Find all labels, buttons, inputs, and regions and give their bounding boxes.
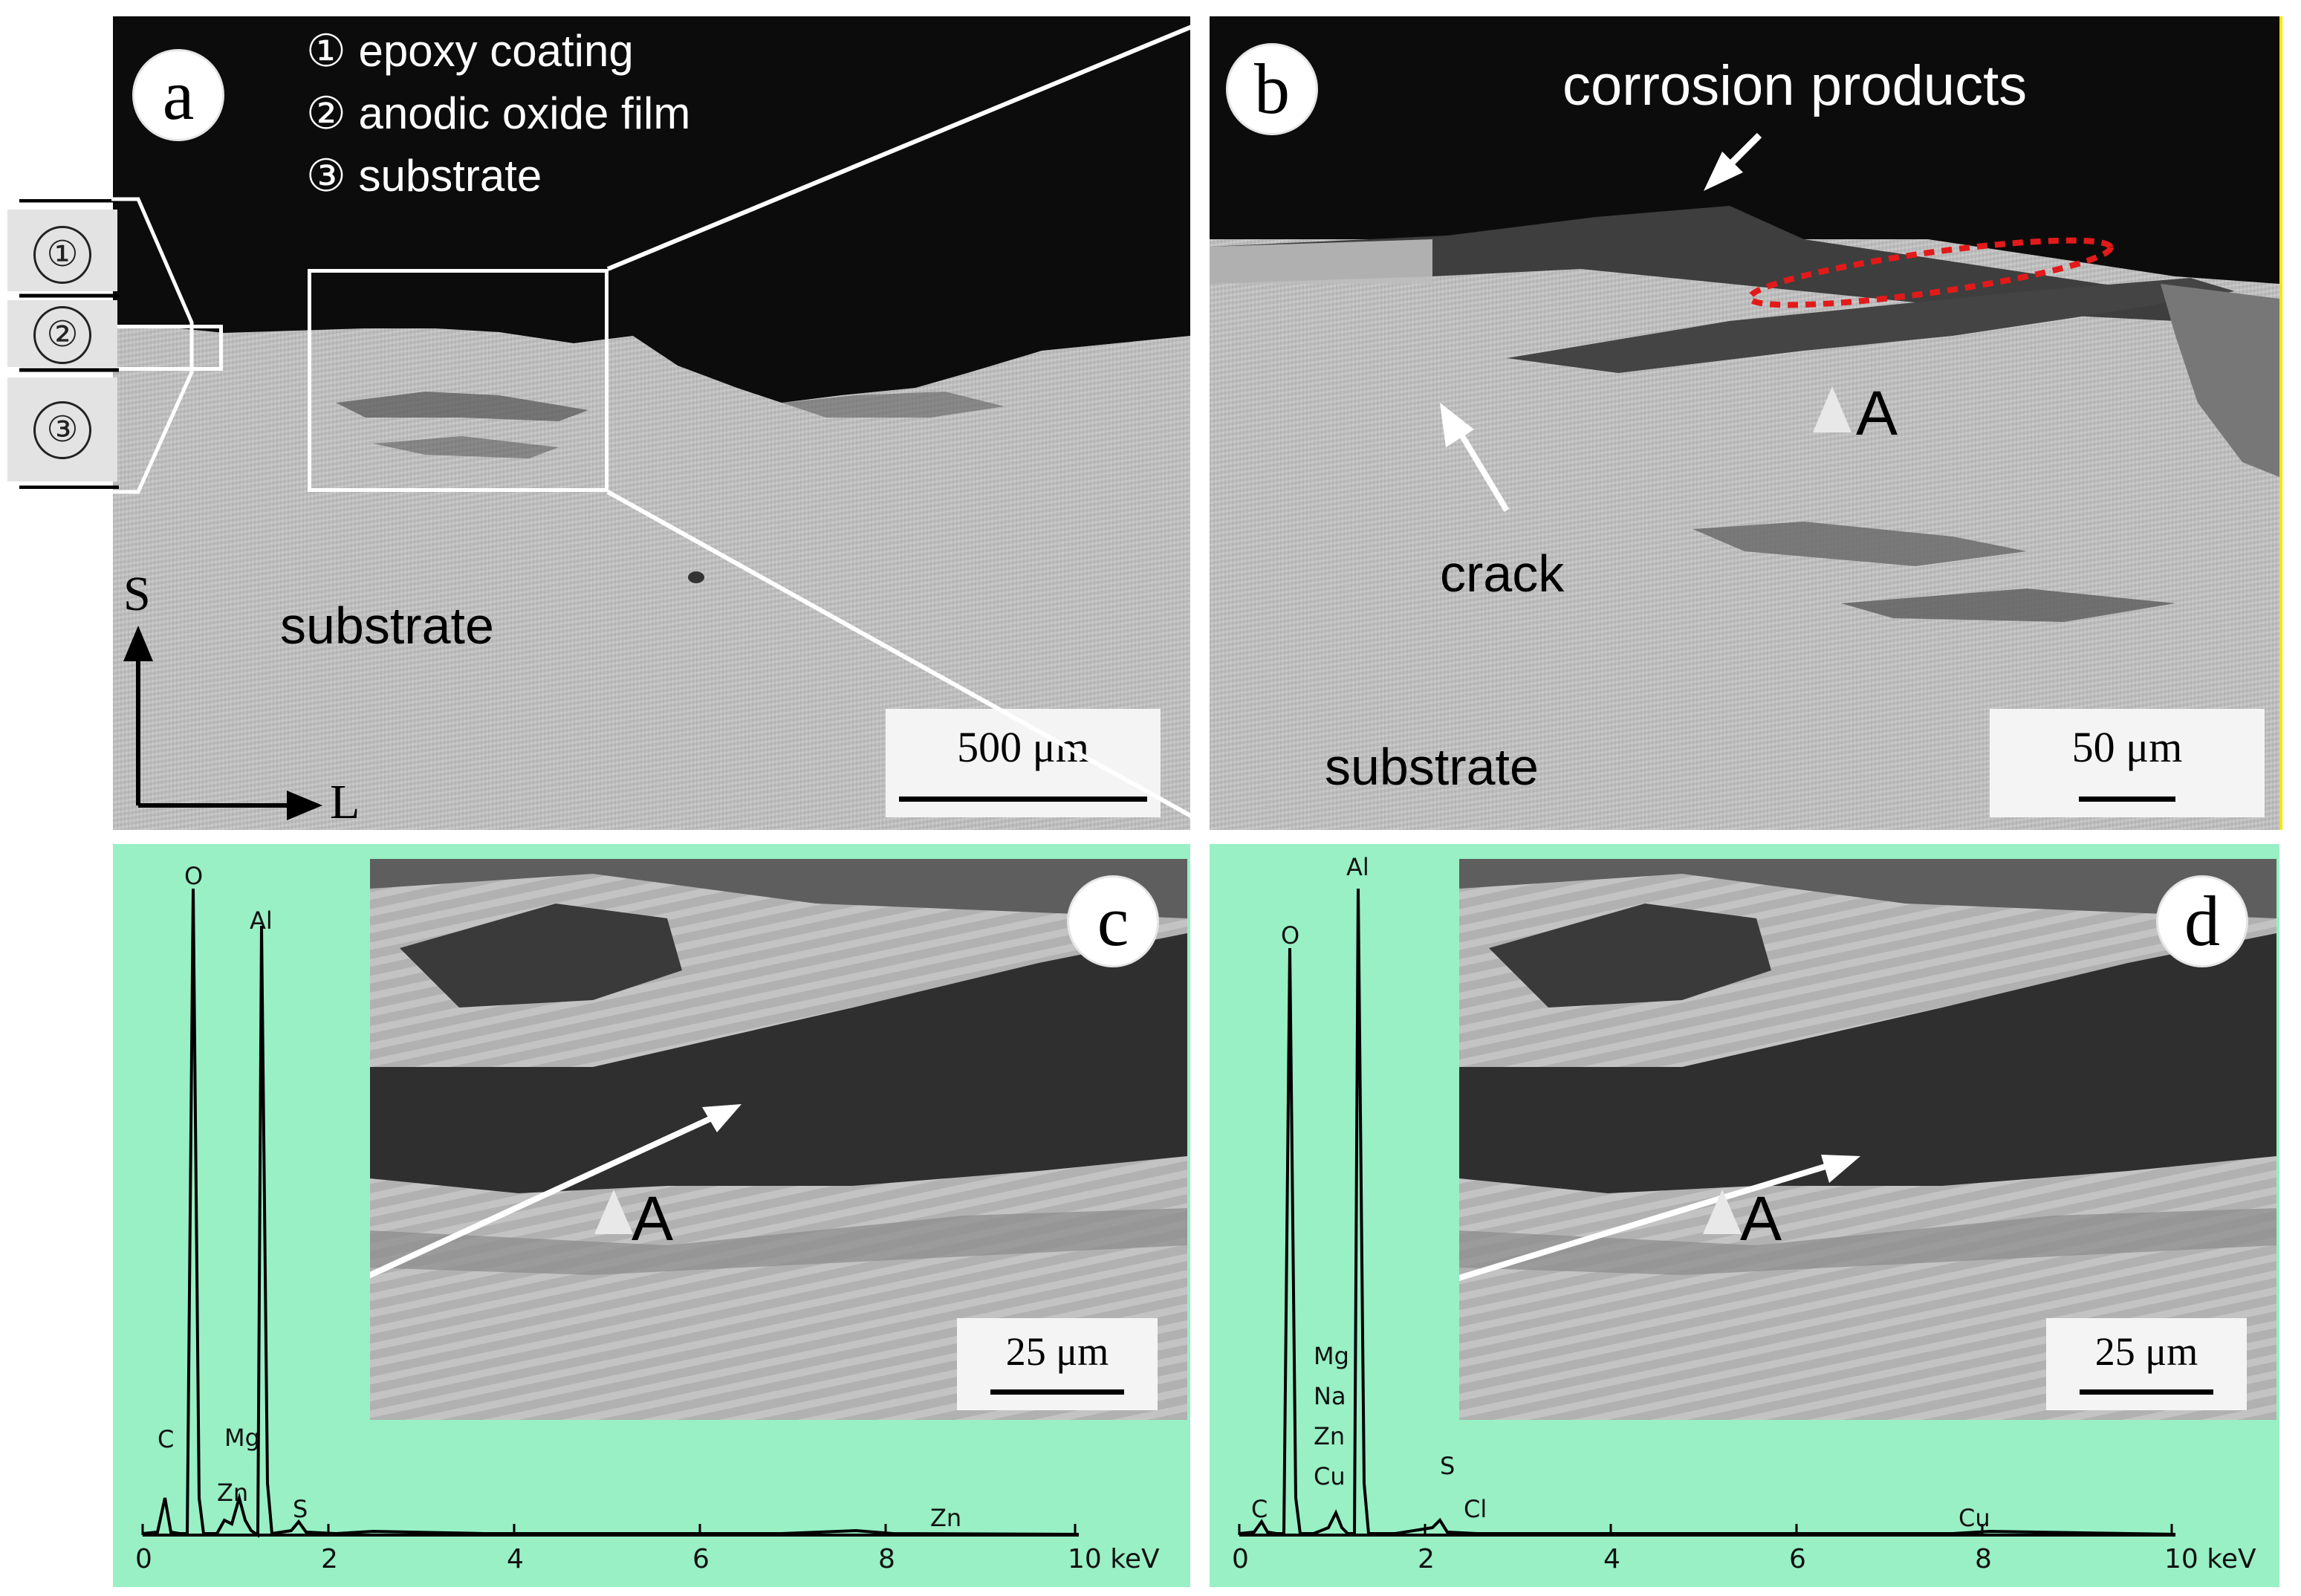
peak-al-label: Al — [250, 906, 273, 935]
scale-bar-d: 25 μm — [2046, 1318, 2247, 1410]
panel-a: a ① epoxy coating ② anodic oxide film ③ … — [113, 16, 1190, 830]
inset-c: c A 25 μm — [370, 859, 1187, 1420]
point-a-label-b: A — [1856, 378, 1898, 448]
layer-2: ② — [7, 300, 117, 367]
layer-3: ③ — [7, 377, 117, 481]
crack-label: crack — [1440, 545, 1565, 603]
axis-s-label: S — [123, 567, 151, 621]
oxide-marker-box — [113, 325, 223, 371]
peak-na-label-d: Na — [1314, 1382, 1346, 1410]
peak-c-label-d: C — [1251, 1495, 1268, 1523]
panel-label-b: b — [1226, 43, 1318, 135]
point-a-label-d: A — [1740, 1184, 1782, 1253]
inset-d: d A 25 μm — [1459, 859, 2276, 1420]
peak-mg-label-d: Mg — [1314, 1342, 1349, 1370]
scale-text-d: 25 μm — [2094, 1329, 2198, 1374]
corrosion-products-label: corrosion products — [1562, 54, 2028, 117]
tick-d-0: 0 — [1232, 1544, 1249, 1574]
layer-stack-lines — [19, 199, 119, 489]
peak-s-label: S — [293, 1495, 308, 1523]
tick-c-10: 10 keV — [1068, 1544, 1160, 1574]
tick-c-2: 2 — [321, 1544, 338, 1574]
scale-bar-b: 50 μm — [1990, 709, 2265, 817]
tick-c-6: 6 — [692, 1544, 710, 1574]
tick-d-8: 8 — [1975, 1544, 1992, 1574]
corrosion-layer — [1210, 16, 2279, 622]
inset-d-texture — [1459, 859, 2276, 1282]
legend-epoxy: ① epoxy coating — [306, 26, 634, 76]
scale-bar-c: 25 μm — [957, 1318, 1158, 1410]
peak-cu-label-d: Cu — [1314, 1462, 1346, 1490]
tick-c-0: 0 — [135, 1544, 152, 1574]
substrate-label-a: substrate — [280, 597, 494, 655]
peak-o-label-d: O — [1281, 921, 1300, 950]
peak-zn-label-d: Zn — [1314, 1422, 1346, 1450]
peak-zn2-label: Zn — [930, 1504, 962, 1532]
peak-cu2-label-d: Cu — [1958, 1504, 1990, 1532]
panel-label-d: d — [2156, 875, 2248, 967]
peak-zn-label: Zn — [217, 1479, 249, 1507]
scale-line-c — [990, 1389, 1124, 1395]
tick-d-4: 4 — [1603, 1544, 1620, 1574]
zoom-box — [308, 269, 608, 492]
legend-oxide: ② anodic oxide film — [306, 88, 691, 138]
panel-label-c: c — [1067, 875, 1159, 967]
panel-label-a: a — [132, 49, 224, 141]
substrate-label-b: substrate — [1325, 738, 1539, 796]
point-a-label-c: A — [632, 1184, 674, 1253]
peak-s-label-d: S — [1440, 1452, 1455, 1480]
panel-b: b corrosion products A crack substrate 5… — [1210, 16, 2282, 830]
spectrum-d — [1238, 888, 2176, 1537]
inset-c-texture — [370, 859, 1187, 1279]
peak-o-label: O — [184, 862, 204, 890]
peak-cl-label-d: Cl — [1464, 1495, 1487, 1523]
tick-c-4: 4 — [507, 1544, 524, 1574]
scale-line-a — [899, 797, 1147, 802]
layer-stack: ① ② ③ — [0, 199, 119, 489]
scale-text-b: 50 μm — [2071, 723, 2183, 771]
spectrum-c — [141, 888, 1080, 1538]
oxide-interface — [113, 16, 1190, 583]
tick-d-6: 6 — [1789, 1544, 1806, 1574]
legend-substrate: ③ substrate — [306, 151, 542, 201]
peak-c-label: C — [158, 1425, 175, 1453]
tick-c-8: 8 — [878, 1544, 895, 1574]
panel-d: C O Mg Na Zn Cu Al S Cl Cu 0 2 4 6 8 10 … — [1210, 844, 2279, 1587]
tick-d-2: 2 — [1418, 1544, 1435, 1574]
peak-mg-label: Mg — [224, 1424, 260, 1452]
axis-arrows — [123, 626, 322, 820]
axis-l-label: L — [330, 775, 360, 829]
scale-text-c: 25 μm — [1005, 1329, 1109, 1374]
scale-line-d — [2080, 1389, 2213, 1395]
layer-1: ① — [7, 210, 117, 291]
panel-c: C O Zn Mg Al S Zn 0 2 4 6 8 10 keV c A 2… — [113, 844, 1190, 1587]
tick-d-10: 10 keV — [2164, 1544, 2256, 1574]
scale-line-b — [2079, 797, 2175, 802]
peak-al-label-d: Al — [1346, 853, 1369, 881]
